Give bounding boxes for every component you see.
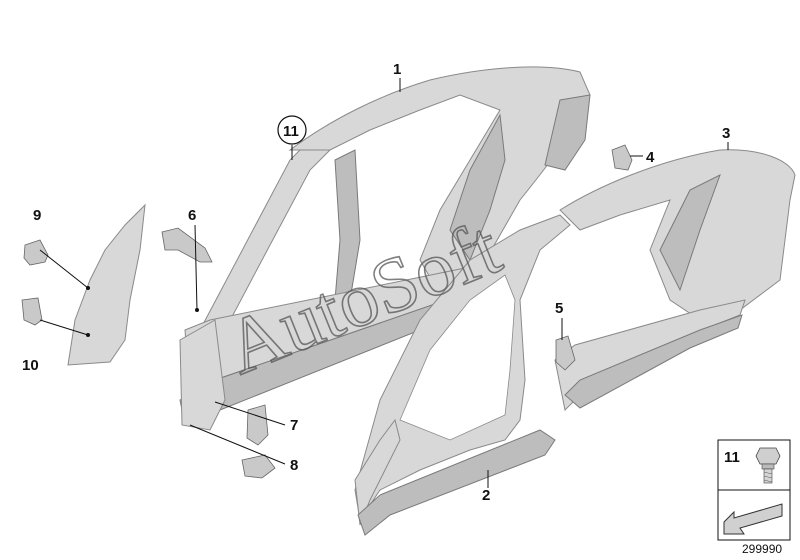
callout-3: 3 xyxy=(722,125,730,142)
bracket-8 xyxy=(241,454,276,479)
bracket-7 xyxy=(246,404,269,446)
side-frame-front-door-opening xyxy=(354,214,571,536)
callout-1: 1 xyxy=(393,61,401,78)
callout-4: 4 xyxy=(646,149,655,166)
leader-7 xyxy=(214,401,286,426)
callout-8: 8 xyxy=(290,457,298,474)
bracket-4 xyxy=(611,144,633,171)
legend-item-number: 11 xyxy=(724,449,740,466)
side-frame-right xyxy=(554,149,796,412)
callout-10: 10 xyxy=(22,357,39,374)
callout-9: 9 xyxy=(33,207,41,224)
callout-7: 7 xyxy=(290,417,298,434)
side-frame-left xyxy=(179,66,591,431)
leader-10-end xyxy=(86,333,90,337)
direction-arrow-icon xyxy=(723,503,783,535)
legend-box: 11 xyxy=(717,439,791,541)
leader-9-end xyxy=(86,286,90,290)
bracket-6 xyxy=(161,227,213,263)
drawing-number: 299990 xyxy=(742,542,782,556)
bolt-icon xyxy=(755,447,781,484)
bracket-10 xyxy=(21,297,43,326)
callout-11: 11 xyxy=(283,123,299,140)
leader-6 xyxy=(194,224,198,311)
a-pillar-panel xyxy=(67,203,146,366)
callout-6: 6 xyxy=(188,207,196,224)
callout-11-circle xyxy=(277,115,307,145)
bracket-9 xyxy=(23,239,49,266)
leader-6-end xyxy=(195,308,199,312)
leader-8 xyxy=(189,424,286,465)
callout-2: 2 xyxy=(482,487,490,504)
callout-5: 5 xyxy=(555,300,563,317)
leader-10 xyxy=(39,319,89,336)
leader-9 xyxy=(39,249,89,289)
bracket-5 xyxy=(555,335,576,371)
